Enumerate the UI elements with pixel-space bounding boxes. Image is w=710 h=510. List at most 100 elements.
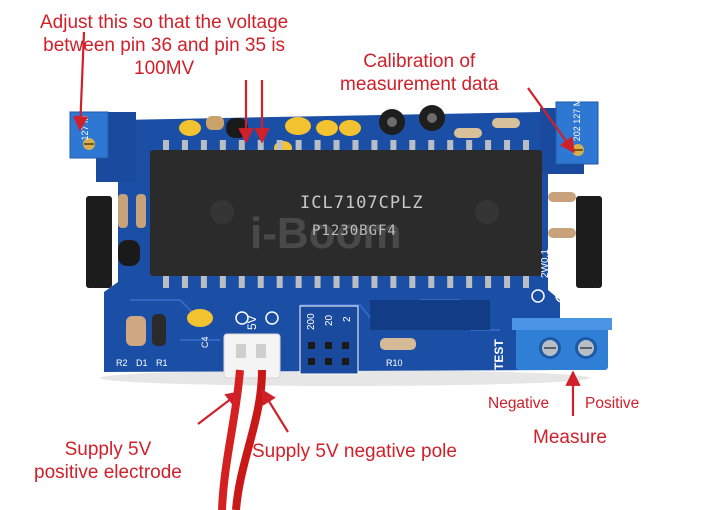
chip-pin-top [428,140,435,152]
chip-pin-top [238,140,245,152]
left-bracket [86,196,112,288]
annotation-measure: Measure [533,427,607,448]
chip-pin-top [219,140,226,152]
right-resistor-1 [548,192,576,202]
board-shadow [100,370,590,386]
chip-pin-bottom [447,274,454,288]
chip-part-number: ICL7107CPLZ [300,193,424,213]
range-selector [299,305,359,375]
left-transistor [118,240,140,266]
chip-pin-top [466,140,473,152]
right-trimmer-pot: 202 127 M [555,99,599,165]
electrolytic-capacitors [379,105,445,135]
annotation-measure-positive: Positive [585,395,640,412]
annotation-supply-positive-line2: positive electrode [34,462,182,484]
chip-pin-bottom [181,274,188,288]
chip-pin-top [447,140,454,152]
chip-pin-top [352,140,359,152]
chip-pin-top [390,140,397,152]
pot-right-label: 202 127 M [572,99,582,142]
chip-pins-bottom [163,274,529,288]
annotation-calibration: Calibration of measurement data [340,50,498,96]
chip-pin-bottom [276,274,283,288]
range-header-pin [325,358,332,365]
chip-pin-bottom [314,274,321,288]
resistor-top-right [454,128,482,138]
chip-pin-bottom [238,274,245,288]
wire-positive [218,369,244,510]
annotation-calibration-line2: measurement data [340,74,499,96]
label-2w01: 2W0.1 [540,249,551,278]
annotation-supply-positive: Supply 5V positive electrode [34,438,182,484]
silk-resistor-labels: R2 D1 R1 [116,358,168,368]
chip-pin-bottom [523,274,529,288]
annotation-measure-negative: Negative [488,395,550,412]
right-bracket [576,196,602,288]
minus-symbol-supply [265,311,279,325]
ic-notch-left [210,200,234,224]
range-200: 200 [306,313,317,330]
ceramic-capacitors [179,117,361,155]
inductor-block [126,314,166,346]
chip-pin-bottom [409,274,416,288]
minus-symbol-measure [531,289,545,303]
chip-pin-bottom [333,274,340,288]
chip-pin-bottom [485,274,492,288]
range-header-pin [342,358,349,365]
plus-symbol-supply [235,311,249,325]
chip-pin-top [276,140,283,152]
chip-pins-top [163,140,529,152]
annotation-supply-positive-line1: Supply 5V [64,439,152,460]
chip-pin-top [371,140,378,152]
label-r1: R1 [156,358,168,368]
power-connector [223,333,281,379]
chip-pin-bottom [200,274,207,288]
chip-pin-top [485,140,492,152]
left-trimmer-pot: 127 M [69,111,109,159]
chip-pin-bottom [466,274,473,288]
range-header-pin [342,342,349,349]
chip-pin-top [295,140,302,152]
chip-pin-top [504,140,511,152]
chip-pin-bottom [219,274,226,288]
chip-pin-top [333,140,340,152]
annotation-adjust-line3: 100MV [134,58,195,80]
resistor-top-right-2 [492,118,520,128]
chip-pin-top [257,140,264,152]
chip-pin-top [314,140,321,152]
chip-pin-bottom [428,274,435,288]
annotation-adjust-line1: Adjust this so that the voltage [40,12,289,33]
transistor-top [226,118,248,138]
chip-pin-bottom [390,274,397,288]
label-test: TEST [492,339,506,370]
right-resistor-2 [548,228,576,238]
board-recess [370,300,490,330]
measure-terminal-block [512,318,612,370]
chip-pin-top [163,140,169,152]
resistor-r10 [380,338,416,350]
label-r10: R10 [386,358,403,368]
annotation-adjust-line2: between pin 36 and pin 35 is [43,35,286,57]
range-20: 20 [324,314,335,326]
chip-pin-bottom [163,274,169,288]
plus-symbol-measure [555,289,569,303]
annotation-adjust: Adjust this so that the voltage between … [40,11,288,81]
range-2: 2 [342,316,353,322]
label-c4: C4 [200,336,210,348]
label-5v: 5V [245,315,259,330]
ic-notch-right [475,200,499,224]
chip-pin-bottom [352,274,359,288]
watermark: i-Boom [250,209,402,258]
annotation-arrows [72,31,581,433]
chip-pin-top [181,140,188,152]
chip-pin-top [523,140,529,152]
label-d1: D1 [136,358,148,368]
range-header-pin [308,342,315,349]
annotation-calibration-line1: Calibration of [363,51,476,72]
annotation-supply-negative: Supply 5V negative pole [252,441,457,462]
ic-chip [150,150,542,276]
range-header-pin [325,342,332,349]
chip-batch-code: P1230BGF4 [312,223,397,239]
capacitor-c4 [187,309,213,327]
